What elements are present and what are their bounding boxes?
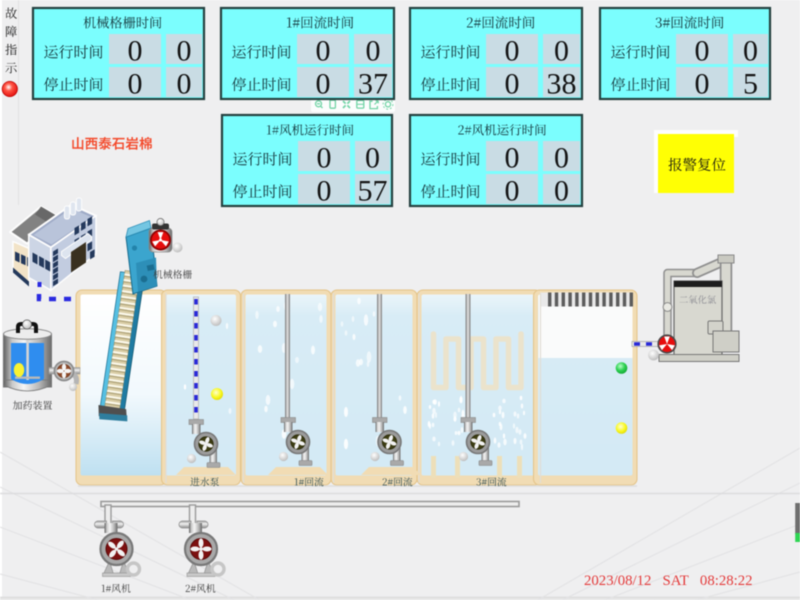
svg-text:0: 0 [128, 34, 143, 67]
svg-text:0: 0 [316, 67, 331, 100]
svg-text:0: 0 [177, 34, 192, 67]
svg-text:0: 0 [177, 67, 192, 100]
svg-text:0: 0 [554, 174, 569, 207]
svg-text:0: 0 [505, 174, 520, 207]
svg-text:2023/08/12 SAT 08:28:22: 2023/08/12 SAT 08:28:22 [584, 573, 753, 589]
svg-text:0: 0 [505, 67, 520, 100]
svg-text:57: 57 [358, 174, 388, 207]
svg-text:0: 0 [743, 34, 758, 67]
svg-text:0: 0 [695, 67, 710, 100]
svg-text:0: 0 [365, 141, 380, 174]
svg-text:0: 0 [554, 141, 569, 174]
svg-text:0: 0 [128, 67, 143, 100]
svg-text:0: 0 [317, 141, 332, 174]
svg-text:0: 0 [554, 34, 569, 67]
svg-text:0: 0 [505, 141, 520, 174]
svg-text:5: 5 [743, 67, 758, 100]
svg-text:0: 0 [316, 34, 331, 67]
svg-text:38: 38 [547, 67, 577, 100]
svg-text:0: 0 [695, 34, 710, 67]
svg-text:0: 0 [317, 174, 332, 207]
svg-text:0: 0 [505, 34, 520, 67]
svg-text:37: 37 [358, 67, 388, 100]
svg-text:0: 0 [366, 34, 381, 67]
